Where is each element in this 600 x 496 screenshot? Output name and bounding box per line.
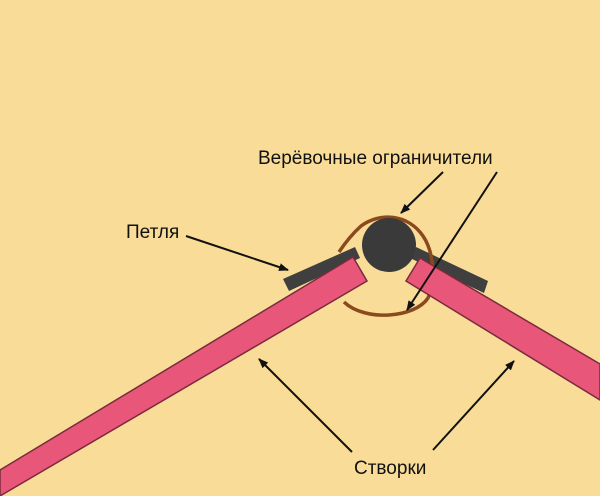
- arrow-hinge: [185, 235, 289, 271]
- left-leaf: [0, 255, 369, 496]
- hinge-pin: [362, 218, 416, 272]
- arrow-rope-2: [406, 171, 498, 311]
- right-leaf: [404, 256, 600, 401]
- rope-limiters-label: Верёвочные ограничители: [258, 148, 493, 169]
- arrow-leaf-left: [258, 358, 353, 453]
- left-hinge-plate: [283, 247, 360, 291]
- arrow-rope-1: [400, 171, 444, 214]
- hinge-label: Петля: [126, 222, 180, 243]
- leaves-label: Створки: [354, 458, 427, 479]
- arrow-leaf-right: [432, 360, 515, 451]
- rope-limiter: [337, 215, 435, 317]
